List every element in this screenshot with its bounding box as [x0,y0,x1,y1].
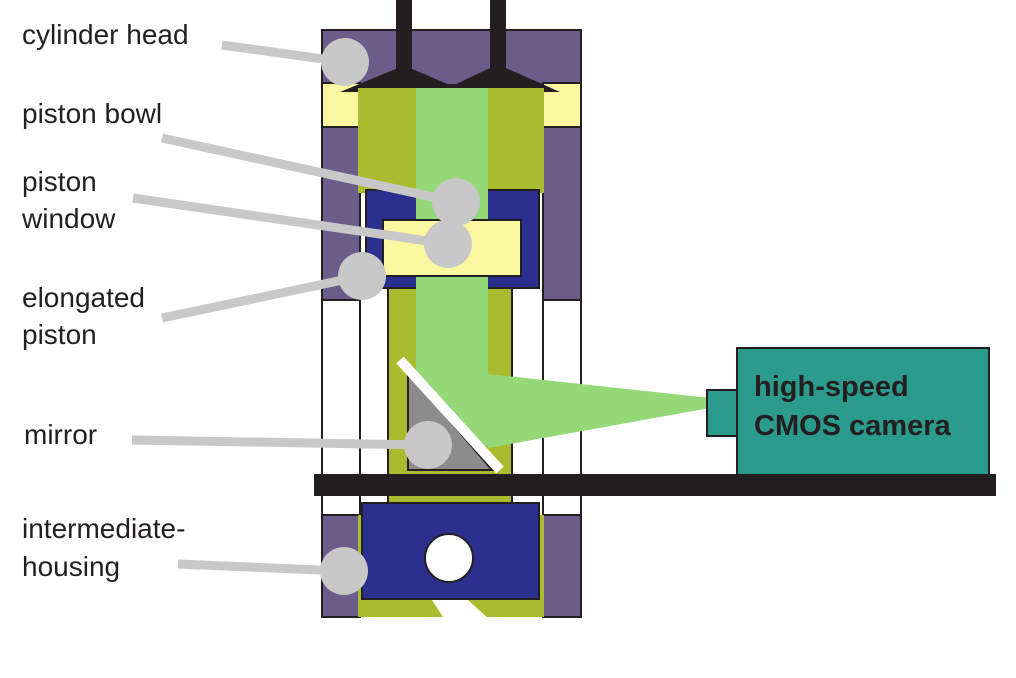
support-rail [314,474,996,496]
camera-lens [706,389,740,437]
piston-pin-hole [424,533,474,583]
label-piston-window-line1: piston [22,166,97,197]
intermediate-housing-right [542,514,582,618]
leader-piston-bowl [161,133,457,207]
valve-stem-left [396,0,412,70]
label-intermediate-housing-line2: housing [22,551,120,582]
dot-piston-window [424,220,472,268]
leader-piston-window [132,193,449,249]
label-piston-bowl: piston bowl [22,98,162,129]
dot-piston-bowl [432,178,480,226]
dot-elongated-piston [338,252,386,300]
label-cylinder-head: cylinder head [22,19,189,50]
label-elongated-piston-line2: piston [22,319,97,350]
label-elongated-piston-line1: elongated [22,282,145,313]
label-camera-line1: high-speed [754,371,909,403]
camera-body [736,347,990,477]
label-camera-line2: CMOS camera [754,410,952,442]
valve-heads [340,68,560,92]
label-piston-window-line2: window [21,203,116,234]
label-intermediate-housing-line1: intermediate- [22,513,185,544]
label-mirror: mirror [24,419,97,450]
dot-cylinder-head [321,38,369,86]
leader-mirror [131,435,429,450]
valve-stem-right [490,0,506,70]
dot-intermediate-housing [320,547,368,595]
light-beam-to-camera [488,374,710,448]
leader-lines [131,40,457,576]
mirror [396,356,504,474]
dot-mirror [404,421,452,469]
connecting-rod-gap [432,600,490,620]
leader-elongated-piston [161,271,363,323]
leader-dots [320,38,480,595]
leader-intermediate-housing [177,559,345,576]
